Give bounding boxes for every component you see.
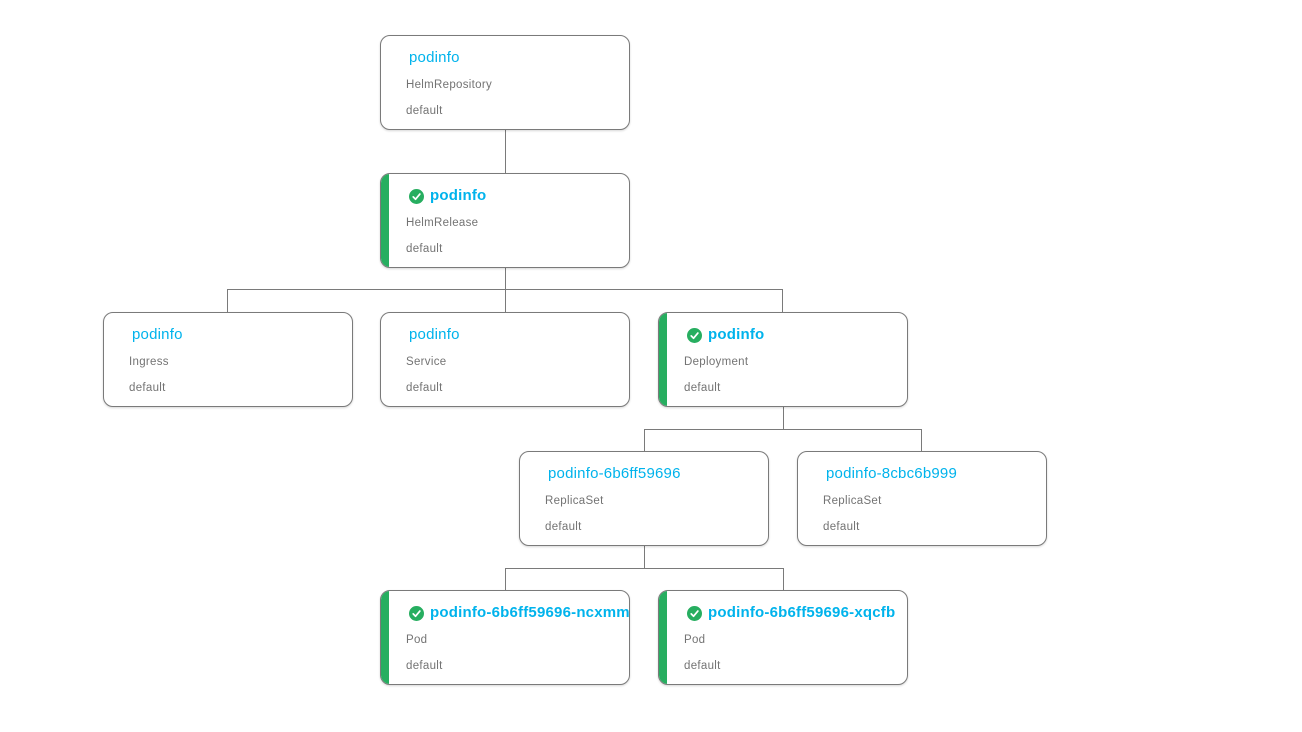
node-title-link[interactable]: podinfo bbox=[132, 326, 183, 343]
edge-deployment-children bbox=[644, 407, 922, 451]
node-namespace: default bbox=[406, 660, 443, 672]
node-deployment-podinfo: podinfo Deployment default bbox=[658, 312, 908, 407]
node-namespace: default bbox=[684, 382, 721, 394]
node-body: podinfo Service default bbox=[381, 313, 629, 406]
node-title-row: podinfo-6b6ff59696-xqcfb bbox=[687, 604, 895, 622]
node-body: podinfo-6b6ff59696-ncxmm Pod default bbox=[381, 591, 629, 684]
node-body: podinfo Ingress default bbox=[104, 313, 352, 406]
node-kind: Deployment bbox=[684, 356, 749, 368]
node-ingress-podinfo: podinfo Ingress default bbox=[103, 312, 353, 407]
node-pod-podinfo-6b6ff59696-ncxmm: podinfo-6b6ff59696-ncxmm Pod default bbox=[380, 590, 630, 685]
node-pod-podinfo-6b6ff59696-xqcfb: podinfo-6b6ff59696-xqcfb Pod default bbox=[658, 590, 908, 685]
check-circle-icon bbox=[409, 605, 424, 621]
check-circle-icon bbox=[687, 605, 702, 621]
node-kind: HelmRepository bbox=[406, 79, 493, 91]
node-title-row: podinfo-8cbc6b999 bbox=[826, 465, 1034, 483]
node-namespace: default bbox=[406, 243, 443, 255]
check-circle-icon bbox=[687, 327, 702, 343]
node-namespace: default bbox=[545, 521, 582, 533]
node-title-link[interactable]: podinfo bbox=[430, 187, 487, 204]
node-kind: ReplicaSet bbox=[823, 495, 882, 507]
node-title-row: podinfo bbox=[409, 49, 617, 67]
node-body: podinfo-6b6ff59696-xqcfb Pod default bbox=[659, 591, 907, 684]
node-body: podinfo Deployment default bbox=[659, 313, 907, 406]
status-bar bbox=[381, 174, 389, 267]
node-helmrepository-podinfo: podinfo HelmRepository default bbox=[380, 35, 630, 130]
node-namespace: default bbox=[129, 382, 166, 394]
node-body: podinfo-8cbc6b999 ReplicaSet default bbox=[798, 452, 1046, 545]
node-service-podinfo: podinfo Service default bbox=[380, 312, 630, 407]
node-title-row: podinfo bbox=[409, 187, 617, 205]
node-title-row: podinfo bbox=[409, 326, 617, 344]
node-replicaset-podinfo-6b6ff59696: podinfo-6b6ff59696 ReplicaSet default bbox=[519, 451, 769, 546]
status-bar bbox=[659, 591, 667, 684]
node-body: podinfo-6b6ff59696 ReplicaSet default bbox=[520, 452, 768, 545]
node-namespace: default bbox=[406, 105, 443, 117]
node-kind: HelmRelease bbox=[406, 217, 479, 229]
node-kind: Pod bbox=[684, 634, 706, 646]
node-namespace: default bbox=[684, 660, 721, 672]
status-bar bbox=[659, 313, 667, 406]
node-namespace: default bbox=[823, 521, 860, 533]
node-replicaset-podinfo-8cbc6b999: podinfo-8cbc6b999 ReplicaSet default bbox=[797, 451, 1047, 546]
node-title-link[interactable]: podinfo-6b6ff59696-xqcfb bbox=[708, 604, 896, 621]
edge-replicaset-children bbox=[505, 546, 784, 590]
node-kind: Service bbox=[406, 356, 447, 368]
node-title-row: podinfo bbox=[132, 326, 340, 344]
node-title-link[interactable]: podinfo-8cbc6b999 bbox=[826, 465, 958, 482]
node-title-link[interactable]: podinfo-6b6ff59696-ncxmm bbox=[430, 604, 630, 621]
check-circle-icon bbox=[409, 188, 424, 204]
status-bar bbox=[381, 591, 389, 684]
node-title-row: podinfo-6b6ff59696-ncxmm bbox=[409, 604, 629, 622]
node-body: podinfo HelmRelease default bbox=[381, 174, 629, 267]
node-kind: Pod bbox=[406, 634, 428, 646]
node-namespace: default bbox=[406, 382, 443, 394]
node-kind: Ingress bbox=[129, 356, 169, 368]
node-kind: ReplicaSet bbox=[545, 495, 604, 507]
node-title-link[interactable]: podinfo bbox=[708, 326, 765, 343]
node-helmrelease-podinfo: podinfo HelmRelease default bbox=[380, 173, 630, 268]
edge-helmrelease-children bbox=[227, 268, 783, 312]
node-title-link[interactable]: podinfo bbox=[409, 49, 460, 66]
node-body: podinfo HelmRepository default bbox=[381, 36, 629, 129]
node-title-row: podinfo bbox=[687, 326, 895, 344]
node-title-link[interactable]: podinfo-6b6ff59696 bbox=[548, 465, 681, 482]
node-title-link[interactable]: podinfo bbox=[409, 326, 460, 343]
node-title-row: podinfo-6b6ff59696 bbox=[548, 465, 756, 483]
